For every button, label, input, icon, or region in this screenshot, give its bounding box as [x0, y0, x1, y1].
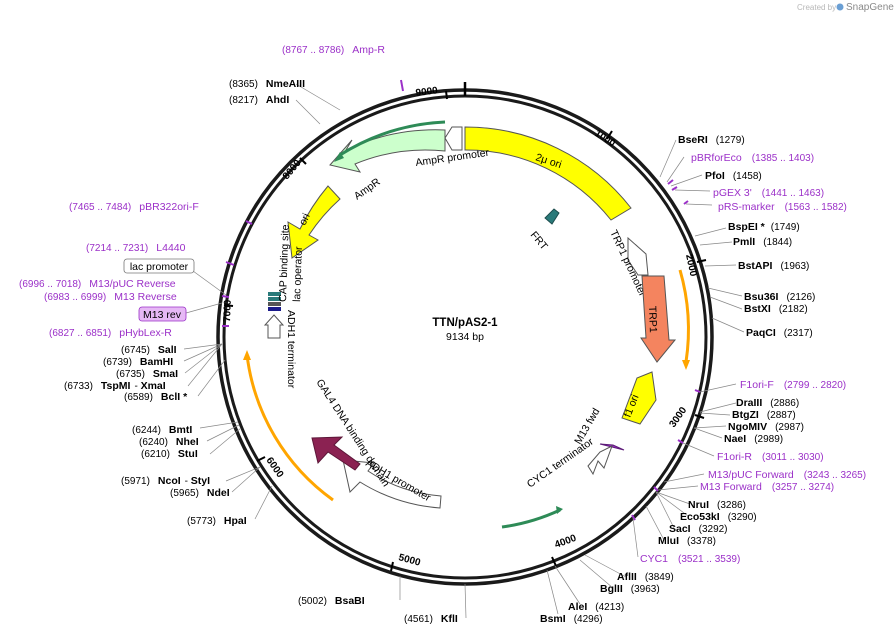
cyc1-terminator-label: CYC1 terminator	[525, 435, 596, 490]
site-nmeaiii[interactable]: (8365)NmeAIII	[229, 78, 305, 90]
ampr-promoter-feature[interactable]	[444, 126, 463, 151]
site-ncoi[interactable]: (5971)NcoI- StyI	[121, 475, 210, 487]
credit-prefix: Created by	[797, 3, 836, 12]
ampr-label: AmpR	[352, 176, 383, 203]
site-bstxi[interactable]: BstXI(2182)	[744, 303, 808, 315]
site-pmli[interactable]: PmlI(1844)	[733, 236, 792, 248]
site-nrui[interactable]: NruI(3286)	[688, 499, 746, 511]
tick-label-4000: 4000	[553, 533, 578, 551]
site-kfli[interactable]: (4561)KflI	[404, 613, 458, 625]
site-bmti[interactable]: (6244)BmtI	[132, 424, 192, 436]
two-micron-ori-feature[interactable]	[464, 126, 632, 221]
site-nhei[interactable]: (6240)NheI	[139, 436, 199, 448]
primer-l4440[interactable]: (7214 .. 7231)L4440	[86, 242, 186, 254]
primer-pbrforeco[interactable]: pBRforEco(1385 .. 1403)	[691, 152, 814, 164]
site-stui[interactable]: (6210)StuI	[141, 448, 198, 460]
lac-operator-feature[interactable]	[268, 292, 281, 311]
lac-promoter-box	[123, 258, 195, 274]
trp1-label: TRP1	[646, 306, 659, 333]
frt-feature[interactable]	[544, 208, 560, 225]
site-smai[interactable]: (6735)SmaI	[116, 368, 178, 380]
primer-pgex3[interactable]: pGEX 3'(1441 .. 1463)	[713, 187, 824, 199]
lac-operator-label: lac operator	[291, 246, 305, 302]
site-bcli[interactable]: (6589)BclI *	[124, 391, 188, 403]
primer-phyblex-r[interactable]: (6827 .. 6851)pHybLex-R	[49, 327, 172, 339]
cap-binding-site-label: CAP binding site	[277, 224, 292, 302]
site-bsu36i[interactable]: Bsu36I(2126)	[744, 291, 815, 303]
orf-arrow-gal4	[245, 354, 334, 502]
site-draiii[interactable]: DraIII(2886)	[736, 397, 799, 409]
site-ahdi[interactable]: (8217)AhdI	[229, 94, 289, 106]
primer-m13-forward[interactable]: M13 Forward(3257 .. 3274)	[700, 481, 834, 493]
primer-cyc1[interactable]: CYC1(3521 .. 3539)	[640, 553, 740, 565]
gal4-feature[interactable]	[311, 436, 361, 471]
orf-arrow-trp1	[678, 269, 690, 363]
primer-f1ori-f[interactable]: F1ori-F(2799 .. 2820)	[740, 379, 846, 391]
frt-label: FRT	[528, 229, 551, 253]
site-bamhi[interactable]: (6739)BamHI	[103, 356, 173, 368]
plasmid-name: TTN/pAS2-1	[432, 317, 498, 329]
site-naei[interactable]: NaeI(2989)	[724, 433, 783, 445]
site-alei[interactable]: AleI(4213)	[568, 601, 624, 613]
primer-m13-puc-reverse[interactable]: (6996 .. 7018)M13/pUC Reverse	[19, 278, 176, 290]
site-bstapi[interactable]: BstAPI(1963)	[738, 260, 809, 272]
site-bsabi[interactable]: (5002)BsaBI	[298, 595, 365, 607]
orf-arrow-ampr	[339, 120, 446, 157]
primer-m13-reverse[interactable]: (6983 .. 6999)M13 Reverse	[44, 291, 177, 303]
site-bsmi[interactable]: BsmI(4296)	[540, 613, 603, 625]
primer-pbr322ori-f[interactable]: (7465 .. 7484)pBR322ori-F	[69, 201, 199, 213]
site-pfoi[interactable]: PfoI(1458)	[705, 170, 762, 182]
ori-feature[interactable]	[287, 185, 341, 259]
credit-brand: SnapGene	[846, 2, 894, 13]
tick-label-9000: 9000	[415, 85, 439, 99]
site-aflii[interactable]: AflII(3849)	[617, 571, 674, 583]
orf-arrow-bottom-head	[556, 506, 563, 514]
ori-label: ori	[297, 212, 313, 228]
adh1-terminator-label: ADH1 terminator	[285, 310, 297, 389]
site-ngomiv[interactable]: NgoMIV(2987)	[728, 421, 804, 433]
primer-amp-r[interactable]: (8767 .. 8786)Amp-R	[282, 44, 385, 56]
m13-rev-label[interactable]: M13 rev	[143, 309, 182, 321]
site-bspei[interactable]: BspEI *(1749)	[728, 221, 800, 233]
primer-prs-marker[interactable]: pRS-marker(1563 .. 1582)	[718, 201, 847, 213]
ampr-feature[interactable]	[329, 129, 446, 173]
orf-arrow-trp1-head	[682, 360, 690, 370]
plasmid-size: 9134 bp	[446, 331, 484, 343]
f1-ori-feature[interactable]	[621, 371, 657, 425]
cyc1-terminator-feature[interactable]	[587, 444, 613, 476]
site-tspmi[interactable]: (6733)TspMI- XmaI	[64, 380, 166, 392]
snapgene-logo-icon	[836, 3, 844, 11]
primer-m13-puc-forward[interactable]: M13/pUC Forward(3243 .. 3265)	[708, 469, 866, 481]
site-bseri[interactable]: BseRI(1279)	[678, 134, 745, 146]
adh1-promoter-feature[interactable]	[342, 459, 442, 509]
adh1-terminator-feature[interactable]	[263, 314, 285, 339]
site-btgzi[interactable]: BtgZI(2887)	[732, 409, 796, 421]
orf-arrow-ampr-head	[334, 152, 344, 162]
m13-rev-box	[138, 306, 187, 322]
site-saci[interactable]: SacI(3292)	[669, 523, 728, 535]
trp1-promoter-feature[interactable]	[627, 236, 649, 276]
label-connector-lines	[183, 83, 745, 619]
tick-marks	[223, 90, 707, 572]
site-mlui[interactable]: MluI(3378)	[658, 535, 716, 547]
primer-marks	[221, 79, 701, 521]
orf-arrow-gal4-head	[243, 350, 251, 360]
orf-arrow-bottom	[501, 508, 561, 529]
site-paqci[interactable]: PaqCI(2317)	[746, 327, 813, 339]
site-hpai[interactable]: (5773)HpaI	[187, 515, 247, 527]
tick-label-2000: 2000	[683, 253, 698, 277]
site-bglii[interactable]: BglII(3963)	[600, 583, 660, 595]
lac-promoter-label[interactable]: lac promoter	[130, 261, 189, 273]
primer-f1ori-r[interactable]: F1ori-R(3011 .. 3030)	[717, 451, 824, 463]
site-eco53ki[interactable]: Eco53kI(3290)	[680, 511, 757, 523]
tick-label-3000: 3000	[667, 405, 689, 430]
site-sali[interactable]: (6745)SalI	[121, 344, 177, 356]
tick-label-5000: 5000	[397, 552, 422, 568]
tick-label-7000: 7000	[222, 299, 234, 322]
trp1-feature[interactable]	[640, 275, 677, 363]
site-ndei[interactable]: (5965)NdeI	[170, 487, 230, 499]
